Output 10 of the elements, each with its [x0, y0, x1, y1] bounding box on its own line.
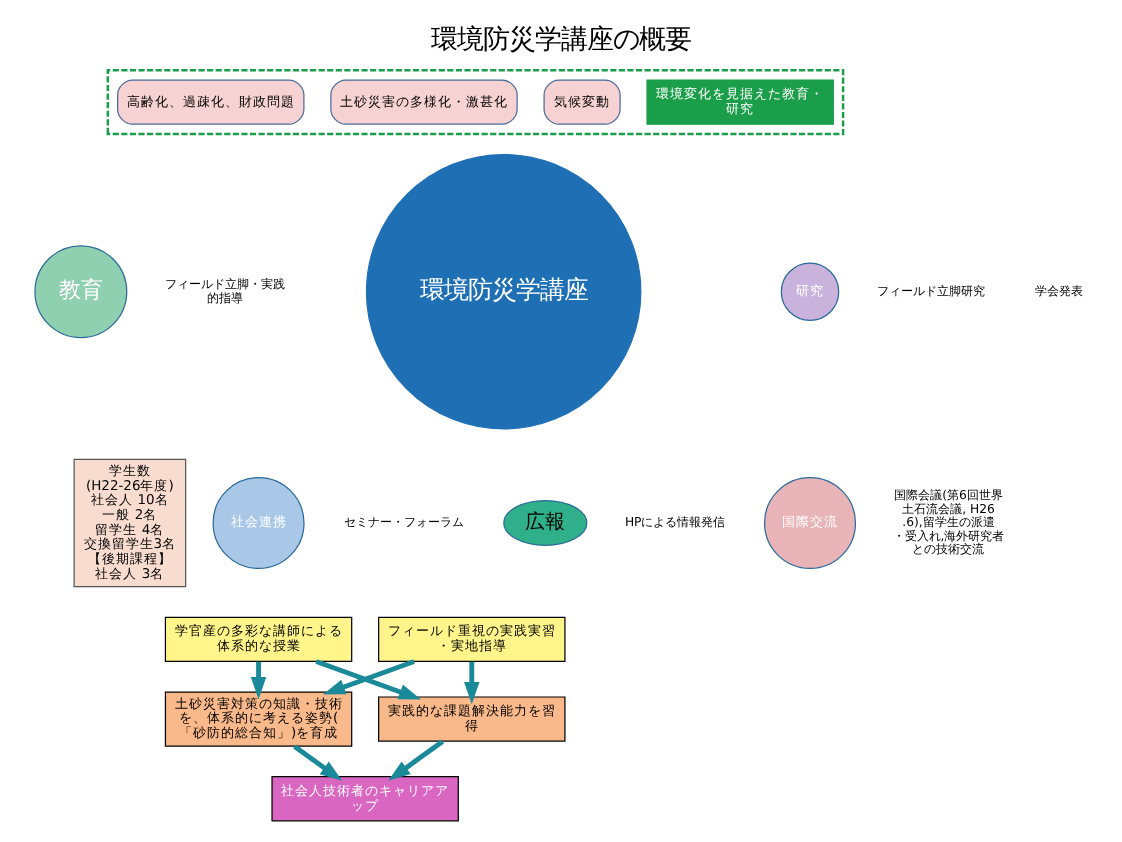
- node-ellipse: 広報: [503, 500, 588, 546]
- node-circle: 教育: [34, 245, 128, 339]
- arrow: [315, 659, 421, 700]
- diagram-title: 環境防災学講座の概要: [431, 23, 691, 56]
- cluster: [106, 69, 845, 136]
- arrow: [388, 739, 445, 781]
- arrow: [464, 661, 480, 705]
- arrow: [293, 744, 343, 781]
- node-circle: 環境防災学講座: [365, 153, 642, 430]
- arrow: [323, 659, 415, 695]
